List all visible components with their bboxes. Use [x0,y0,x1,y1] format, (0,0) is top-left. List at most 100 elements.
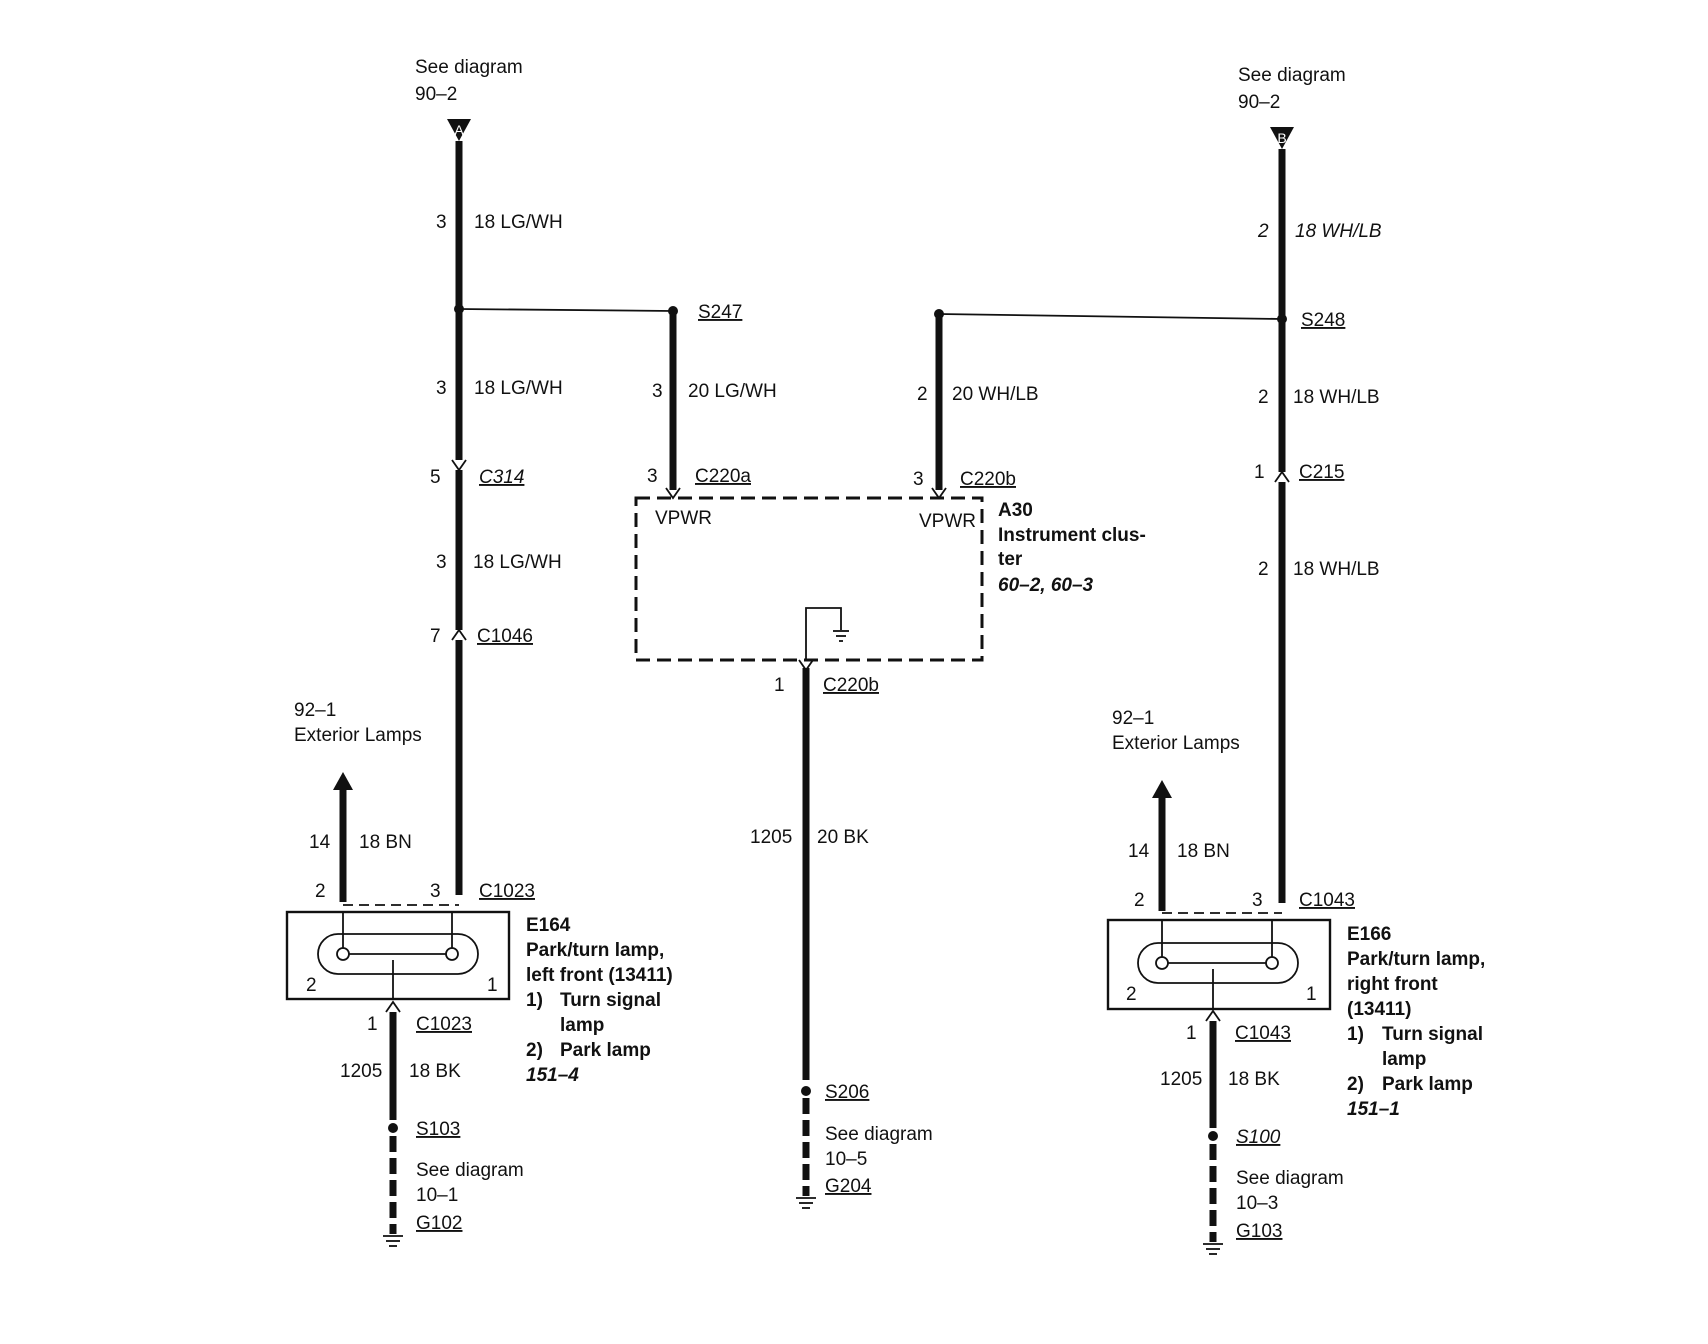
e164-item1b: lamp [560,1015,604,1036]
right-wire-gauge-2: 18 WH/LB [1293,387,1380,408]
c314-pin: 5 [430,467,441,488]
cluster-name-2: ter [998,549,1023,570]
e166-ref: 151–1 [1347,1099,1400,1120]
e166-name-1: Park/turn lamp, [1347,949,1485,970]
instrument-cluster [634,496,984,662]
right-bulb-label-2: 2 [1126,984,1137,1005]
e164-item1a: Turn signal [560,990,661,1011]
connector-marker-a [447,119,471,141]
splice-s100-label: S100 [1236,1127,1281,1148]
right-wire-gauge-3: 18 WH/LB [1293,559,1380,580]
e166-item1b: lamp [1382,1049,1426,1070]
left-bulb-label-1: 1 [487,975,498,996]
right-bulb-label-1: 1 [1306,984,1317,1005]
c1043-bottom-pin: 1 [1186,1023,1197,1044]
right-bn-arrow-icon [1152,780,1172,798]
c1043-bottom-label: C1043 [1235,1023,1291,1044]
cluster-refs: 60–2, 60–3 [998,575,1094,596]
e166-item2-num: 2) [1347,1074,1364,1095]
mid-left-circuit: 3 [652,381,663,402]
splice-s248-label: S248 [1301,310,1345,331]
c220b-bottom-pin: 1 [774,675,785,696]
c220a-label: C220a [695,466,751,487]
cluster-id: A30 [998,500,1033,521]
right-see-diagram: See diagram [1238,65,1346,86]
e166-item1-num: 1) [1347,1024,1364,1045]
right-gnd-circuit: 1205 [1160,1069,1202,1090]
left-see-ref: 90–2 [415,84,457,105]
right-ext-label: Exterior Lamps [1112,733,1240,754]
c220b-bottom-pin-icon [798,659,814,672]
c1023-bottom-pin: 1 [367,1014,378,1035]
c314-pin-icon [451,459,467,472]
ground-g103-label: G103 [1236,1221,1282,1242]
ground-g204-icon [796,1197,816,1209]
marker-b-label: B [1277,130,1286,146]
e164-id: E164 [526,915,571,936]
c220b-top-pin: 3 [913,469,924,490]
c220a-pin-icon [665,487,681,500]
e166-item1a: Turn signal [1382,1024,1483,1045]
right-wire-gauge-1: 18 WH/LB [1295,221,1382,242]
c1046-label: C1046 [477,626,533,647]
right-bn-circuit: 14 [1128,841,1150,862]
mid-right-circuit: 2 [917,384,928,405]
right-ext-ref: 92–1 [1112,708,1154,729]
e166-name-3: (13411) [1347,999,1411,1020]
left-bulb-label-2: 2 [306,975,317,996]
splice-s248-dot [1277,314,1287,324]
c314-label: C314 [479,467,524,488]
c1023-pin-left: 2 [315,881,326,902]
bulb-filament-icon [1155,956,1169,970]
right-gnd-ref: 10–3 [1236,1193,1278,1214]
left-ext-ref: 92–1 [294,700,336,721]
c1046-pin-icon [451,628,467,641]
left-gnd-gauge: 18 BK [409,1061,461,1082]
left-wire-circuit-3: 3 [436,552,447,573]
cluster-name-1: Instrument clus- [998,525,1146,546]
e166-item2: Park lamp [1382,1074,1473,1095]
c1023-bottom-pin-icon [385,1000,401,1013]
left-bn-arrow-icon [333,772,353,790]
c1046-pin: 7 [430,626,441,647]
e164-item2-num: 2) [526,1040,543,1061]
left-feed-wire: A [447,119,471,895]
right-feed-wire: B [1270,127,1294,903]
left-see-diagram: See diagram [415,57,523,78]
e164-item2: Park lamp [560,1040,651,1061]
vpwr-left-label: VPWR [655,508,712,529]
c220b-top-label: C220b [960,469,1016,490]
ground-g204-label: G204 [825,1176,872,1197]
center-ground-gauge: 20 BK [817,827,869,848]
left-lamp-body [285,910,511,1001]
splice-s247-label: S247 [698,302,742,323]
ground-g102-label: G102 [416,1213,462,1234]
connector-marker-b [1270,127,1294,149]
center-see-diagram: See diagram [825,1124,933,1145]
left-gnd-ref: 10–1 [416,1185,458,1206]
e164-name-2: left front (13411) [526,965,673,986]
left-wire-gauge-3: 18 LG/WH [473,552,562,573]
e164-ref: 151–4 [526,1065,579,1086]
left-bn-circuit: 14 [309,832,331,853]
splice-s206-dot [801,1086,811,1096]
c220b-bottom-label: C220b [823,675,879,696]
c1023-pin-right: 3 [430,881,441,902]
c215-pin-icon [1274,470,1290,483]
bulb-filament-icon [445,947,459,961]
e166-name-2: right front [1347,974,1438,995]
splice-s100-dot [1208,1131,1218,1141]
left-wire-circuit-2: 3 [436,378,447,399]
right-wire-circuit-3: 2 [1258,559,1269,580]
left-gnd-circuit: 1205 [340,1061,382,1082]
center-ground-circuit: 1205 [750,827,792,848]
e166-id: E166 [1347,924,1391,945]
left-see-gnd: See diagram [416,1160,524,1181]
c1043-bottom-pin-icon [1205,1009,1221,1022]
bulb-filament-icon [336,947,350,961]
c1023-top-label: C1023 [479,881,535,902]
center-see-ref: 10–5 [825,1149,867,1170]
left-wire-gauge-1: 18 LG/WH [474,212,563,233]
mid-right-gauge: 20 WH/LB [952,384,1039,405]
